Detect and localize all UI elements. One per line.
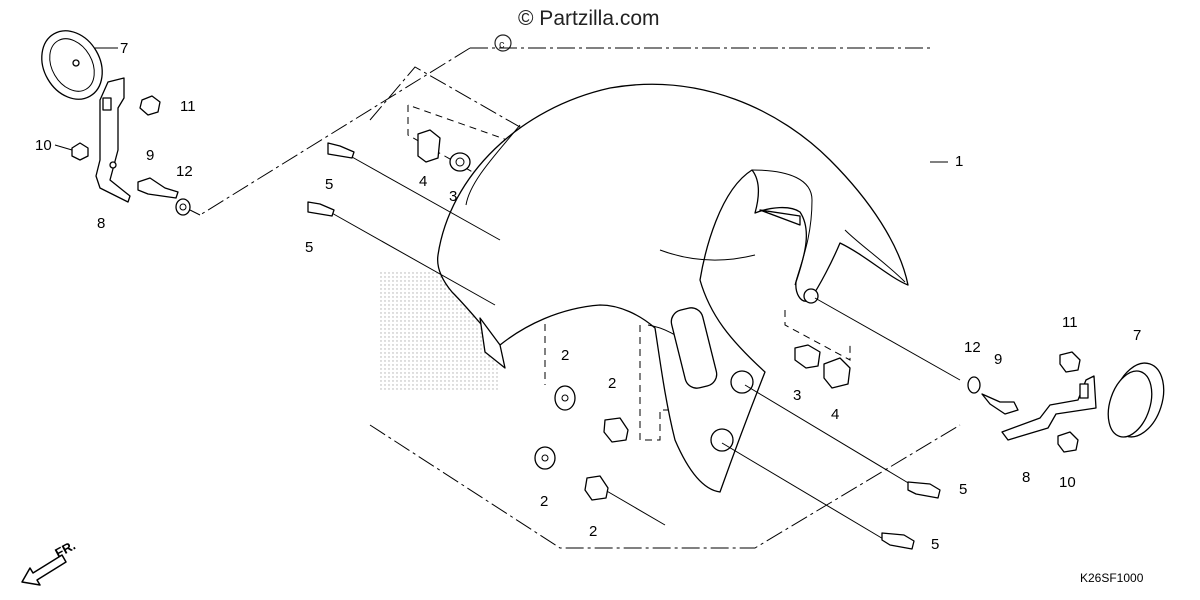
svg-text:c: c — [499, 39, 505, 51]
direction-label: FR. — [52, 538, 78, 561]
callout-12-right: 12 — [964, 339, 981, 356]
callout-9-right: 9 — [994, 351, 1002, 368]
callout-labels: 1 7 11 10 9 12 8 5 5 4 3 2 2 2 2 3 4 12 … — [35, 40, 1141, 553]
callout-4-b: 4 — [831, 406, 839, 423]
front-arrow-icon — [21, 554, 67, 586]
right-mount-bracket — [1001, 375, 1097, 441]
callout-2-a: 2 — [561, 347, 569, 364]
callout-3-b: 3 — [793, 387, 801, 404]
callout-11-left: 11 — [180, 98, 196, 115]
diagram-code: K26SF1000 — [1080, 571, 1144, 585]
left-grommet-cap — [41, 30, 103, 100]
watermark-text: © Partzilla.com — [518, 7, 660, 30]
callout-7-left: 7 — [120, 40, 128, 57]
left-mount-bracket — [95, 77, 131, 203]
right-grommet-cap — [1107, 362, 1165, 438]
callout-5-c: 5 — [959, 481, 967, 498]
callout-2-c: 2 — [540, 493, 548, 510]
leader-lines — [189, 156, 961, 541]
callout-12-left: 12 — [176, 163, 193, 180]
washers-and-collars — [534, 385, 629, 501]
callout-3-a: 3 — [449, 188, 457, 205]
callout-7-right: 7 — [1133, 327, 1141, 344]
callout-10-right: 10 — [1059, 474, 1076, 491]
callout-4-a: 4 — [419, 173, 427, 190]
front-direction-indicator: FR. — [21, 538, 78, 586]
callout-8-left: 8 — [97, 215, 105, 232]
callout-9-left: 9 — [146, 147, 154, 164]
right-hardware — [794, 344, 1081, 550]
callout-1: 1 — [955, 153, 963, 170]
left-hardware — [71, 95, 471, 217]
callout-5-a: 5 — [325, 176, 333, 193]
callout-5-d: 5 — [931, 536, 939, 553]
callout-2-d: 2 — [589, 523, 597, 540]
callout-8-right: 8 — [1022, 469, 1030, 486]
copyright-watermark: c © Partzilla.com — [494, 7, 660, 52]
front-fender — [436, 83, 909, 493]
callout-10-left: 10 — [35, 137, 52, 154]
callout-2-b: 2 — [608, 375, 616, 392]
callout-11-right: 11 — [1062, 314, 1078, 331]
callout-5-b: 5 — [305, 239, 313, 256]
